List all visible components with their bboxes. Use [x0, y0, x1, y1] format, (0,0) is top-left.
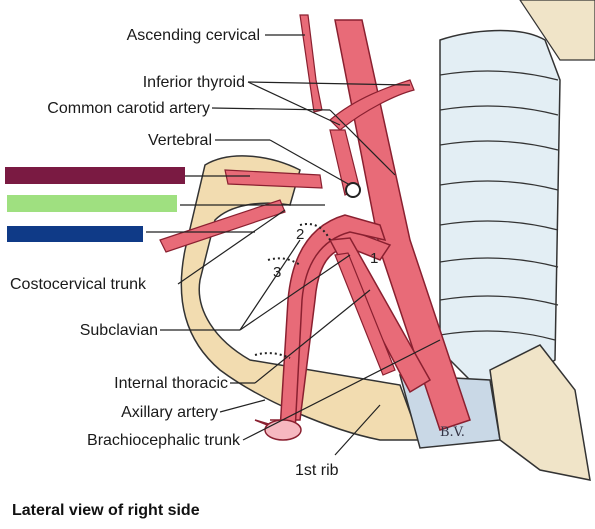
label-first-rib: 1st rib: [295, 462, 339, 479]
artist-signature: B.V.: [440, 425, 465, 440]
segment-3-label: 3: [273, 264, 282, 281]
segment-2-label: 2: [296, 226, 305, 243]
label-costocervical-trunk: Costocervical trunk: [10, 276, 147, 293]
label-common-carotid-artery: Common carotid artery: [47, 100, 210, 117]
label-subclavian: Subclavian: [79, 322, 158, 339]
label-inferior-thyroid: Inferior thyroid: [142, 74, 245, 91]
segment-1-label: 1: [370, 250, 379, 267]
label-axillary-artery: Axillary artery: [121, 404, 218, 421]
label-ascending-cervical: Ascending cervical: [126, 27, 260, 44]
figure-caption: Lateral view of right side: [12, 502, 200, 519]
redaction-bar-bottom: [7, 226, 143, 242]
label-vertebral: Vertebral: [147, 132, 212, 149]
leader-lines: [146, 34, 441, 456]
label-brachiocephalic-trunk: Brachiocephalic trunk: [87, 432, 240, 449]
trachea: [439, 0, 595, 386]
arteries: [159, 14, 471, 441]
redaction-bar-middle: [7, 195, 177, 212]
redaction-bar-top: [5, 167, 185, 184]
label-internal-thoracic: Internal thoracic: [114, 375, 228, 392]
